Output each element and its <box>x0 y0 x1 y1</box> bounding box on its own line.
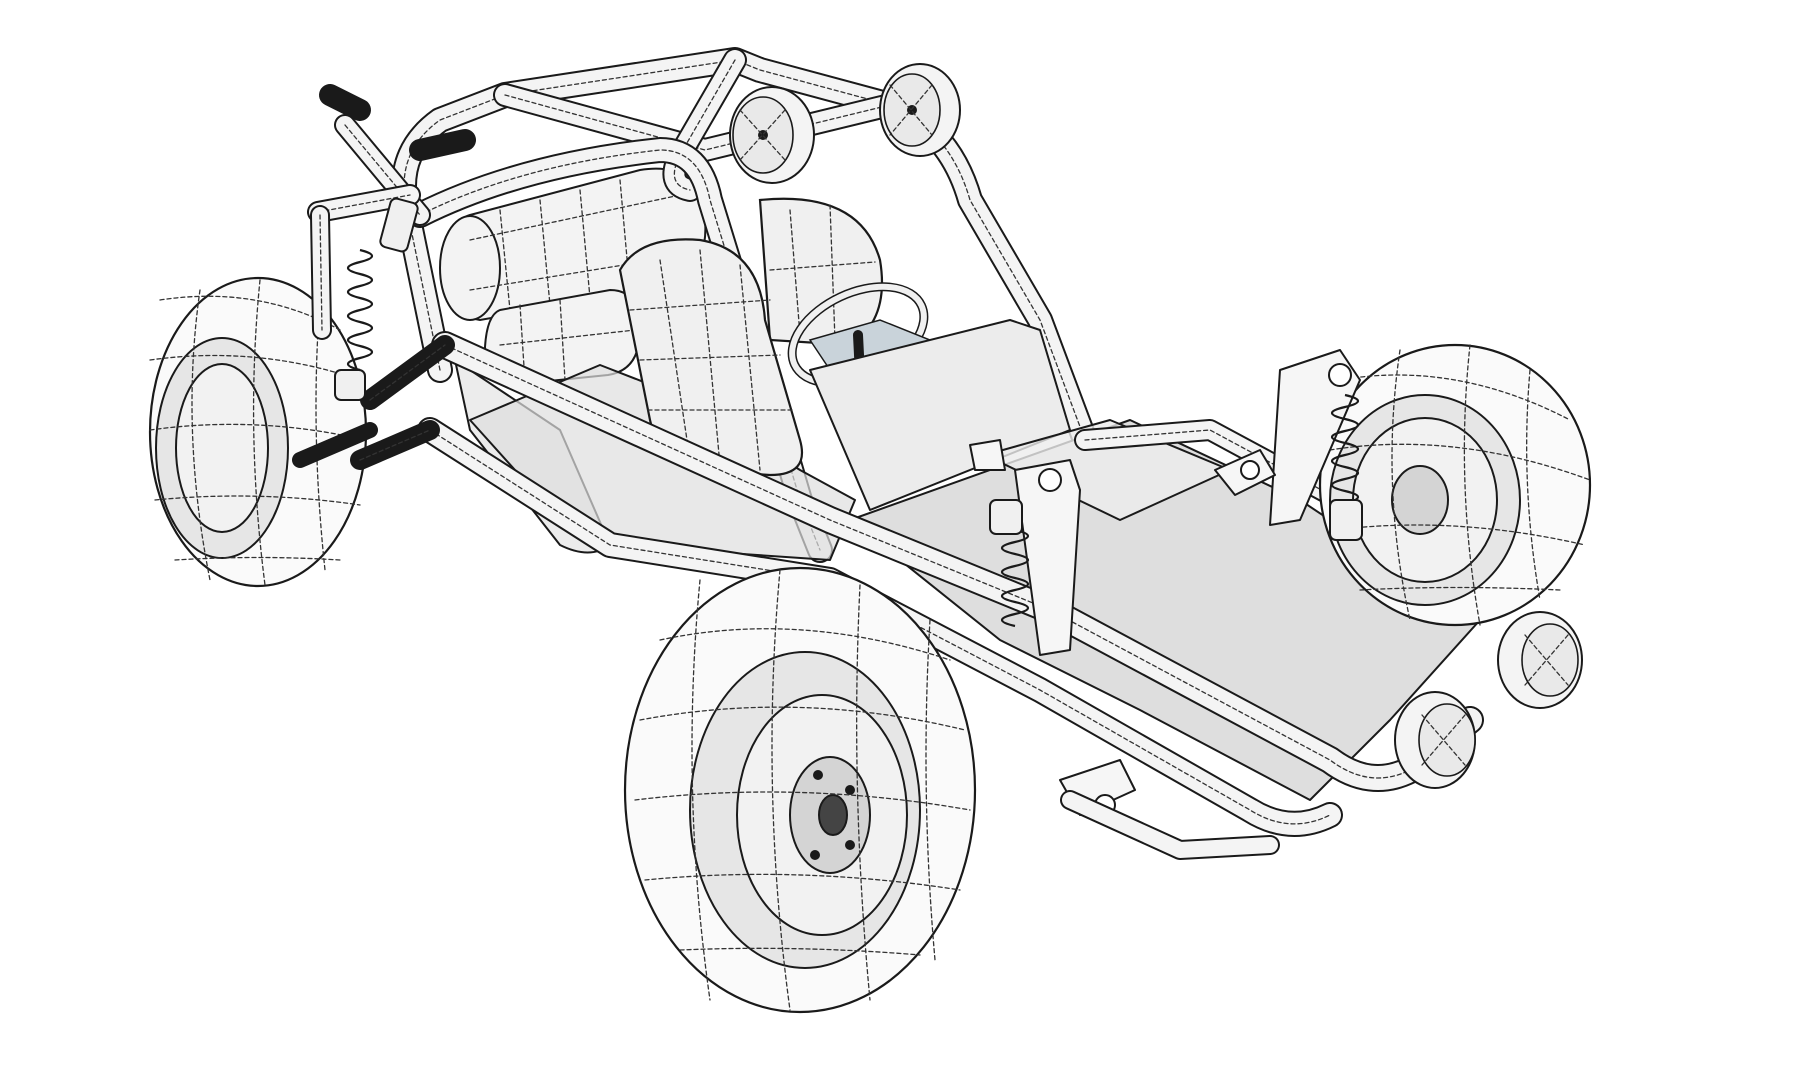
front-right-wheel <box>1318 343 1592 627</box>
shock-rear-left <box>334 197 419 401</box>
shock-front-left <box>969 439 1081 656</box>
dash-panel <box>809 319 1071 511</box>
front-bumper-bracket <box>1059 759 1280 860</box>
roll-cage <box>307 47 1098 563</box>
side-rail-lower <box>417 417 1343 837</box>
rear-left-wheel <box>148 276 368 588</box>
roof-lamp-right <box>879 63 961 157</box>
rear-cross-tubes <box>292 335 455 470</box>
front-lamp-left <box>1394 691 1476 789</box>
shock-front-right <box>1214 349 1363 541</box>
roof-lamp-left <box>729 86 815 184</box>
front-lamp-right <box>1497 611 1583 709</box>
front-left-wheel <box>623 566 977 1014</box>
seat-side-bolster <box>758 197 884 347</box>
